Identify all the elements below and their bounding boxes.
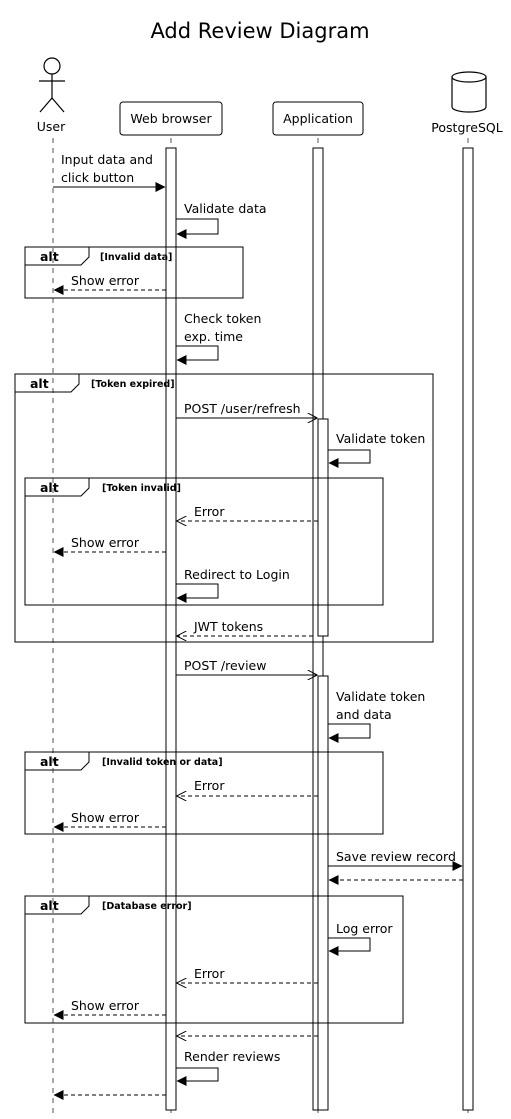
- participant-db: PostgreSQL: [431, 71, 503, 135]
- database-icon: [451, 71, 487, 113]
- arrow-validate-token-self: [328, 449, 371, 468]
- db-activation: [462, 147, 474, 1111]
- alt-token-expired-tab: [15, 374, 80, 393]
- participant-user-label: User: [37, 119, 66, 134]
- alt-keyword: alt: [30, 376, 49, 391]
- message-error-1: Error: [194, 504, 225, 519]
- arrow-check-token-self: [176, 345, 219, 365]
- fragment-frames: [14, 246, 434, 1024]
- participant-browser-label: Web browser: [130, 111, 212, 126]
- message-post-review: POST /review: [184, 658, 266, 673]
- guard-invalid-token-or-data: [Invalid token or data]: [102, 757, 223, 768]
- message-validate-token: Validate token: [336, 431, 425, 446]
- diagram-title: Add Review Diagram: [150, 19, 369, 43]
- message-redirect: Redirect to Login: [184, 567, 290, 582]
- message-validate-token-data-line1: Validate token: [336, 689, 425, 704]
- arrow-validate-self: [176, 218, 219, 239]
- message-check-token-line1: Check token: [184, 311, 261, 326]
- message-error-2: Error: [194, 778, 225, 793]
- guard-database-error: [Database error]: [102, 901, 192, 912]
- message-error-3: Error: [194, 966, 225, 981]
- app-refresh-activation: [317, 418, 329, 637]
- guard-invalid-data: [Invalid data]: [100, 252, 172, 263]
- participant-db-label: PostgreSQL: [431, 120, 502, 135]
- alt-database-error-tab: [25, 896, 90, 915]
- alt-invalid-token-data-tab: [25, 752, 90, 771]
- message-show-error-4: Show error: [71, 998, 140, 1013]
- message-check-token-line2: exp. time: [184, 329, 243, 344]
- alt-invalid-data-tab: [25, 247, 90, 266]
- participant-app: Application: [272, 101, 364, 136]
- guard-token-invalid: [Token invalid]: [102, 483, 181, 494]
- message-show-error-1: Show error: [71, 273, 140, 288]
- message-show-error-2: Show error: [71, 535, 140, 550]
- arrow-log-error-self: [328, 937, 371, 956]
- message-input-line1: Input data and: [61, 152, 153, 167]
- participant-browser-box: [119, 101, 223, 136]
- browser-activation: [165, 147, 177, 1111]
- alt-database-error-frame: [24, 895, 404, 1024]
- arrow-validate-token-data-self: [328, 723, 371, 743]
- alt-keyword: alt: [40, 480, 59, 495]
- message-show-error-3: Show error: [71, 810, 140, 825]
- alt-keyword: alt: [40, 754, 59, 769]
- message-render: Render reviews: [184, 1049, 280, 1064]
- participant-app-label: Application: [283, 111, 353, 126]
- message-arrows: [53, 182, 463, 1100]
- arrow-render-self: [176, 1067, 219, 1086]
- participant-browser: Web browser: [119, 101, 223, 136]
- activations: [165, 147, 474, 1111]
- alt-invalid-token-data-frame: [24, 751, 384, 835]
- alt-token-expired-frame: [14, 373, 434, 643]
- alt-keyword: alt: [40, 898, 59, 913]
- alt-invalid-data-frame: [24, 246, 244, 299]
- message-log-error: Log error: [336, 921, 393, 936]
- participant-app-box: [272, 101, 364, 136]
- arrow-redirect-self: [176, 583, 219, 603]
- message-validate: Validate data: [184, 201, 267, 216]
- alt-token-invalid-tab: [25, 478, 90, 497]
- participant-user: User: [37, 57, 66, 134]
- app-review-activation: [317, 675, 329, 1111]
- message-save: Save review record: [336, 849, 456, 864]
- alt-token-invalid-frame: [24, 477, 384, 606]
- guard-token-expired: [Token expired]: [91, 379, 175, 390]
- message-post-refresh: POST /user/refresh: [184, 401, 301, 416]
- message-jwt: JWT tokens: [193, 619, 263, 634]
- message-validate-token-data-line2: and data: [336, 707, 392, 722]
- message-input-line2: click button: [61, 170, 134, 185]
- alt-keyword: alt: [40, 249, 59, 264]
- actor-icon: [39, 57, 65, 113]
